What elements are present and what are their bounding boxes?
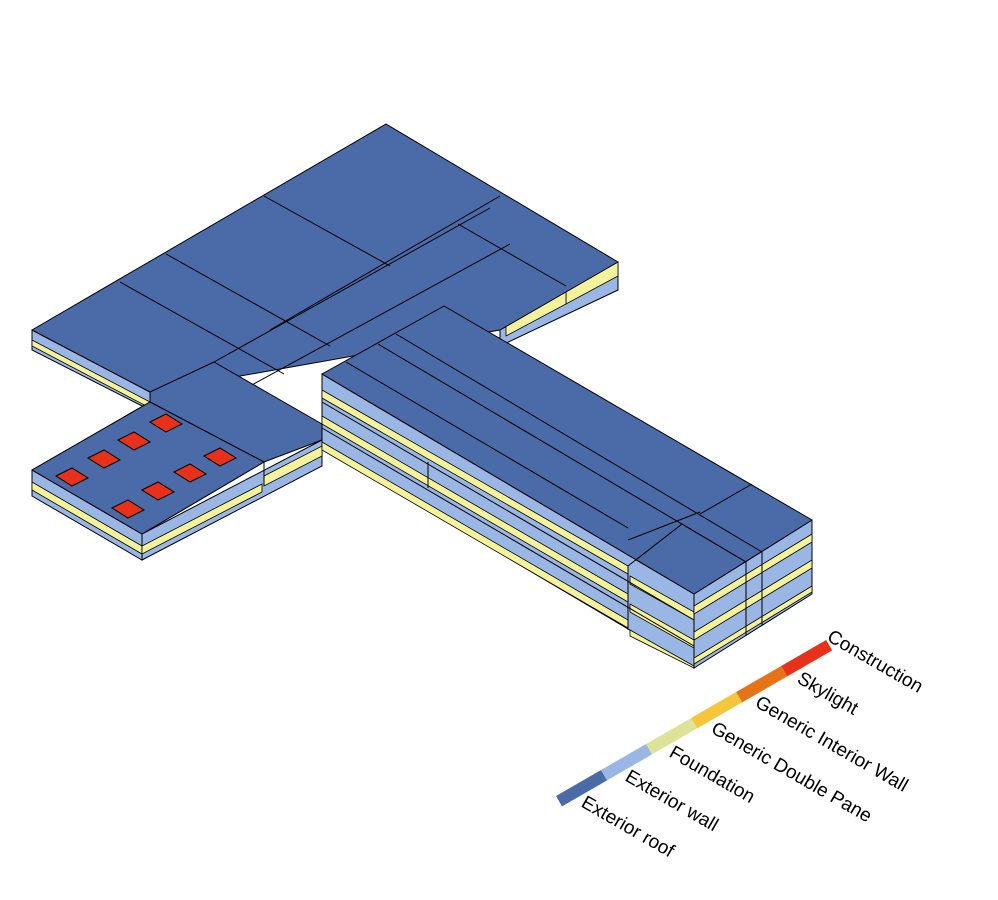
legend-swatch-interior-wall (736, 666, 788, 703)
skylight (172, 463, 208, 483)
legend-swatch-skylight (781, 640, 833, 677)
skylight (110, 499, 146, 519)
glazing-band (141, 483, 263, 555)
legend-label-skylight: Skylight (794, 668, 863, 720)
glazing-band (693, 533, 813, 615)
legend-swatch-exterior-roof (556, 770, 608, 807)
skylight (202, 447, 238, 467)
roof-east-wing (321, 305, 813, 595)
roof-upper-wing (31, 123, 619, 393)
glazing-band (693, 585, 813, 665)
skylights (54, 413, 238, 519)
skylight (86, 449, 122, 469)
skylight-block (31, 361, 323, 561)
skylight (116, 431, 152, 451)
legend-label-construction: Construction (824, 626, 927, 698)
legend-swatch-exterior-wall (601, 744, 653, 781)
legend-swatch-foundation (646, 718, 698, 755)
legend-label-double-pane: Generic Double Pane (708, 718, 876, 827)
legend-swatch-double-pane (691, 692, 743, 729)
skylight (140, 481, 176, 501)
legend: Exterior roof Exterior wall Foundation G… (556, 626, 926, 862)
skylight (54, 467, 90, 487)
skylight (148, 413, 184, 433)
glazing-band (693, 559, 813, 641)
east-wing (321, 305, 813, 669)
